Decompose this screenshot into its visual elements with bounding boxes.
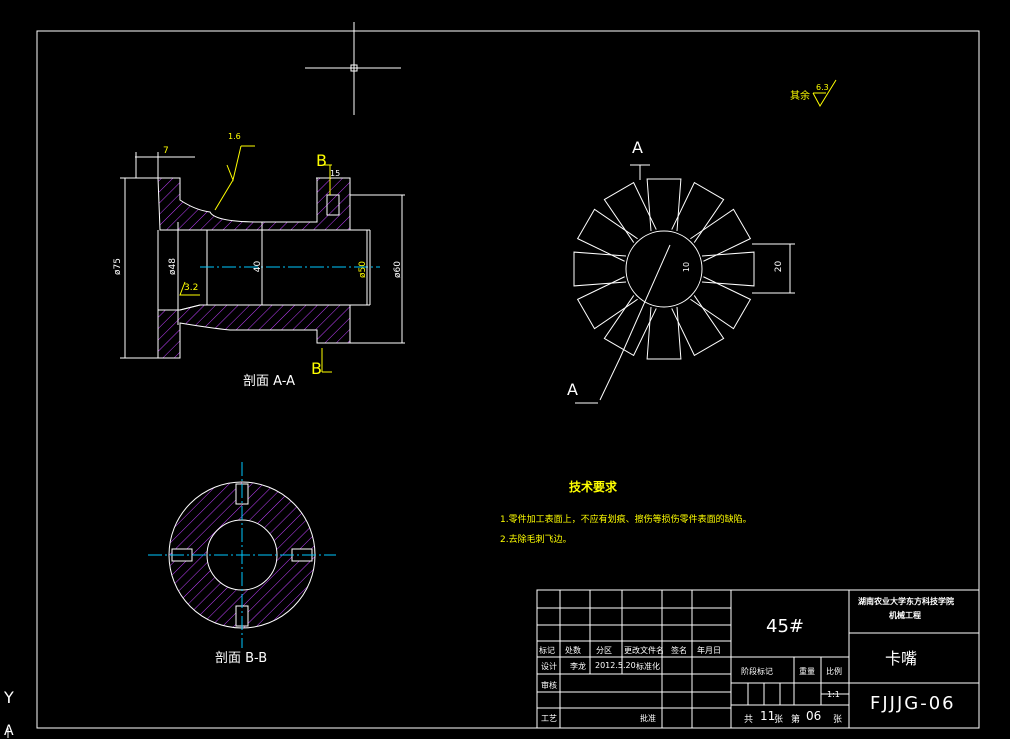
drawing-number: FJJJG-06 xyxy=(870,693,956,714)
section-aa-outline xyxy=(157,194,405,344)
std-label: 标准化 xyxy=(636,662,660,671)
design-date: 2012.5.20 xyxy=(595,661,636,670)
tech-req-item-1: 1.零件加工表面上，不应有划痕、擦伤等损伤零件表面的缺陷。 xyxy=(500,515,752,525)
weight-label: 重量 xyxy=(799,667,815,676)
scale-value: 1:1 xyxy=(827,690,840,699)
ucs-y-label: Y xyxy=(4,688,14,707)
top-view-section-line xyxy=(619,244,671,359)
top-view-petal xyxy=(576,276,638,330)
top-view-petal xyxy=(603,295,657,357)
top-view-petal xyxy=(671,181,725,243)
top-view-petal xyxy=(646,306,682,360)
roughness-symbol-aa xyxy=(179,145,332,373)
top-view-petal xyxy=(671,295,725,357)
section-aa-hatch-top xyxy=(157,177,351,231)
hdr-zone: 分区 xyxy=(596,646,612,655)
cut-label-b-bottom: B xyxy=(311,359,322,378)
top-view-petal xyxy=(690,276,752,330)
sheet-no-prefix: 第 xyxy=(791,715,801,725)
ucs-x-label: A xyxy=(4,723,14,739)
top-view-petal xyxy=(646,178,682,232)
section-bb-label: 剖面 B-B xyxy=(215,651,268,666)
top-view-hub xyxy=(625,230,703,308)
top-view-petal xyxy=(576,208,638,262)
sheet-total-suffix: 张 xyxy=(774,715,784,725)
surface-symbol-value: 1.6 xyxy=(228,132,241,141)
dim-10: 10 xyxy=(682,261,692,273)
top-view-petals xyxy=(573,178,755,360)
material-label: 45# xyxy=(766,616,804,637)
roughness-note-text: 其余 xyxy=(790,91,810,102)
section-aa-view[interactable] xyxy=(120,145,405,373)
dim-7: 7 xyxy=(163,146,169,156)
top-view[interactable] xyxy=(573,164,795,404)
stage-label: 阶段标记 xyxy=(741,667,773,676)
top-view-petal xyxy=(603,181,657,243)
roughness-note-value: 6.3 xyxy=(816,83,829,92)
dept-name: 机械工程 xyxy=(889,611,921,620)
dim-15: 15 xyxy=(330,169,341,178)
hdr-date: 年月日 xyxy=(697,646,721,655)
dim-32: 3.2 xyxy=(184,283,199,293)
hdr-change-doc: 更改文件名 xyxy=(624,646,664,655)
drawing-border xyxy=(36,30,980,729)
approve-label: 批准 xyxy=(640,714,656,723)
school-name: 湖南农业大学东方科技学院 xyxy=(858,597,954,606)
design-label: 设计 xyxy=(541,662,557,671)
part-name: 卡嘴 xyxy=(885,649,918,668)
cut-label-b-top: B xyxy=(316,151,327,170)
top-view-petal xyxy=(701,251,755,287)
title-block-grid xyxy=(536,589,980,729)
review-label: 审核 xyxy=(541,681,557,690)
scale-label: 比例 xyxy=(826,667,842,676)
dim-d60: ø60 xyxy=(392,261,403,278)
crosshair-cursor xyxy=(305,22,401,115)
process-label: 工艺 xyxy=(541,714,557,723)
roughness-note-symbol xyxy=(812,79,837,108)
dim-d48: ø48 xyxy=(167,258,178,275)
tech-req-title: 技术要求 xyxy=(569,480,618,494)
top-view-petal xyxy=(573,251,627,287)
sheet-total: 11 xyxy=(760,709,776,723)
section-aa-hatch-bottom xyxy=(157,304,351,359)
hdr-mark: 标记 xyxy=(539,646,555,655)
sheet-no-suffix: 张 xyxy=(833,715,843,725)
sheet-number: 06 xyxy=(806,709,822,723)
dim-40: 40 xyxy=(253,260,264,273)
designer-name: 李龙 xyxy=(570,662,586,671)
hdr-count: 处数 xyxy=(565,646,581,655)
dim-d50: ø50 xyxy=(357,261,368,278)
cut-label-a-top: A xyxy=(632,138,643,157)
section-aa-label: 剖面 A-A xyxy=(243,374,296,389)
dim-lines-aa xyxy=(120,152,403,359)
top-view-petal xyxy=(690,208,752,262)
dim-d75: ø75 xyxy=(112,258,123,275)
hdr-sign: 签名 xyxy=(671,646,687,655)
dim-20: 20 xyxy=(774,260,785,273)
tech-req-item-2: 2.去除毛刺飞边。 xyxy=(500,535,572,545)
cut-label-a-bottom: A xyxy=(567,380,578,399)
sheet-total-prefix: 共 xyxy=(744,715,754,725)
section-bb-view[interactable] xyxy=(148,462,336,648)
